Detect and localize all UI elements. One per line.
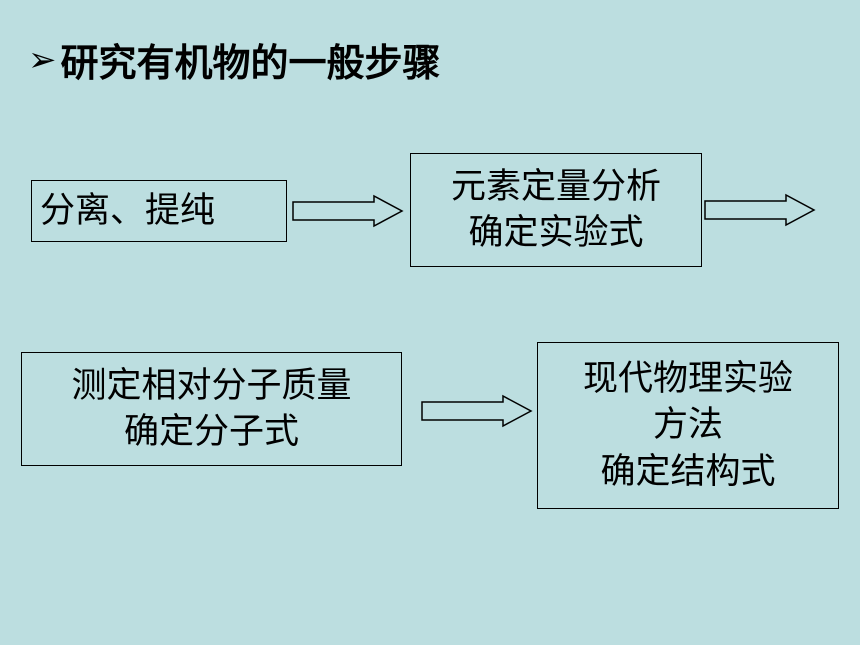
step-1-line-1: 分离、提纯 [40,190,216,231]
step-4-line-2: 方法 [652,405,723,446]
arrow-right-icon [704,193,816,227]
arrow-right-icon [421,394,533,428]
step-2-line-2: 确定实验式 [468,213,644,253]
arrow-right-icon [292,194,404,228]
step-box-molecular-mass: 测定相对分子质量 确定分子式 [21,352,402,466]
step-box-structure-determination: 现代物理实验 方法 确定结构式 [537,342,839,509]
step-box-elemental-analysis: 元素定量分析 确定实验式 [410,153,702,267]
step-3-line-2: 确定分子式 [123,412,299,452]
arrow-bullet-icon: ➢ [28,39,57,80]
slide-title: ➢ 研究有机物的一般步骤 [28,32,441,87]
step-2-line-1: 元素定量分析 [450,166,661,207]
step-box-separation: 分离、提纯 [31,180,287,242]
slide-title-text: 研究有机物的一般步骤 [60,41,441,85]
step-4-line-3: 确定结构式 [600,451,776,492]
step-4-line-1: 现代物理实验 [582,359,793,400]
step-3-line-1: 测定相对分子质量 [71,365,352,406]
